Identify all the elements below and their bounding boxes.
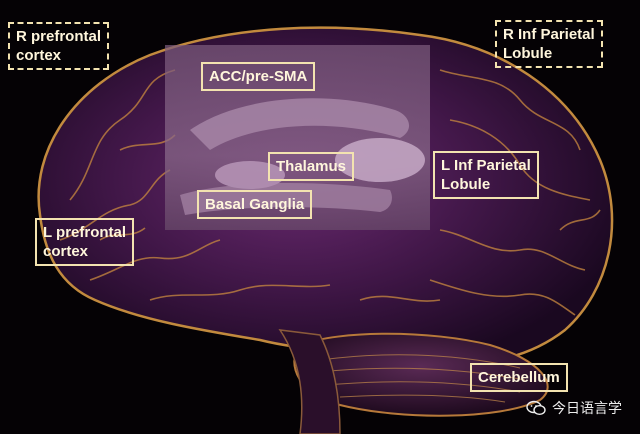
- label-r-prefrontal-line2: cortex: [16, 47, 62, 64]
- label-l-inf-parietal-lobule: L Inf Parietal Lobule: [433, 151, 539, 199]
- label-l-inf-parietal-line1: L Inf Parietal: [441, 157, 531, 174]
- label-thalamus-text: Thalamus: [276, 158, 347, 175]
- label-acc-pre-sma-text: ACC/pre-SMA: [209, 68, 308, 85]
- label-l-prefrontal-line2: cortex: [43, 243, 89, 260]
- label-r-inf-parietal-line2: Lobule: [503, 45, 553, 62]
- label-thalamus: Thalamus: [268, 152, 355, 181]
- watermark: 今日语言学: [526, 398, 622, 418]
- label-acc-pre-sma: ACC/pre-SMA: [201, 62, 316, 91]
- label-cerebellum: Cerebellum: [470, 363, 568, 392]
- label-l-inf-parietal-line2: Lobule: [441, 176, 491, 193]
- label-r-prefrontal-line1: R prefrontal: [16, 28, 102, 45]
- label-r-inf-parietal-line1: R Inf Parietal: [503, 26, 595, 43]
- label-cerebellum-text: Cerebellum: [478, 369, 560, 386]
- gyri-lines: [59, 69, 601, 316]
- label-basal-ganglia: Basal Ganglia: [197, 190, 313, 219]
- cerebellum-folds: [317, 354, 526, 403]
- label-basal-ganglia-text: Basal Ganglia: [205, 196, 305, 213]
- label-l-prefrontal-line1: L prefrontal: [43, 224, 127, 241]
- watermark-text: 今日语言学: [552, 401, 622, 417]
- label-r-prefrontal-cortex: R prefrontal cortex: [8, 22, 110, 70]
- brainstem-shape: [278, 329, 341, 434]
- label-l-prefrontal-cortex: L prefrontal cortex: [35, 218, 135, 266]
- label-r-inf-parietal-lobule: R Inf Parietal Lobule: [495, 20, 603, 68]
- wechat-icon: [526, 400, 546, 416]
